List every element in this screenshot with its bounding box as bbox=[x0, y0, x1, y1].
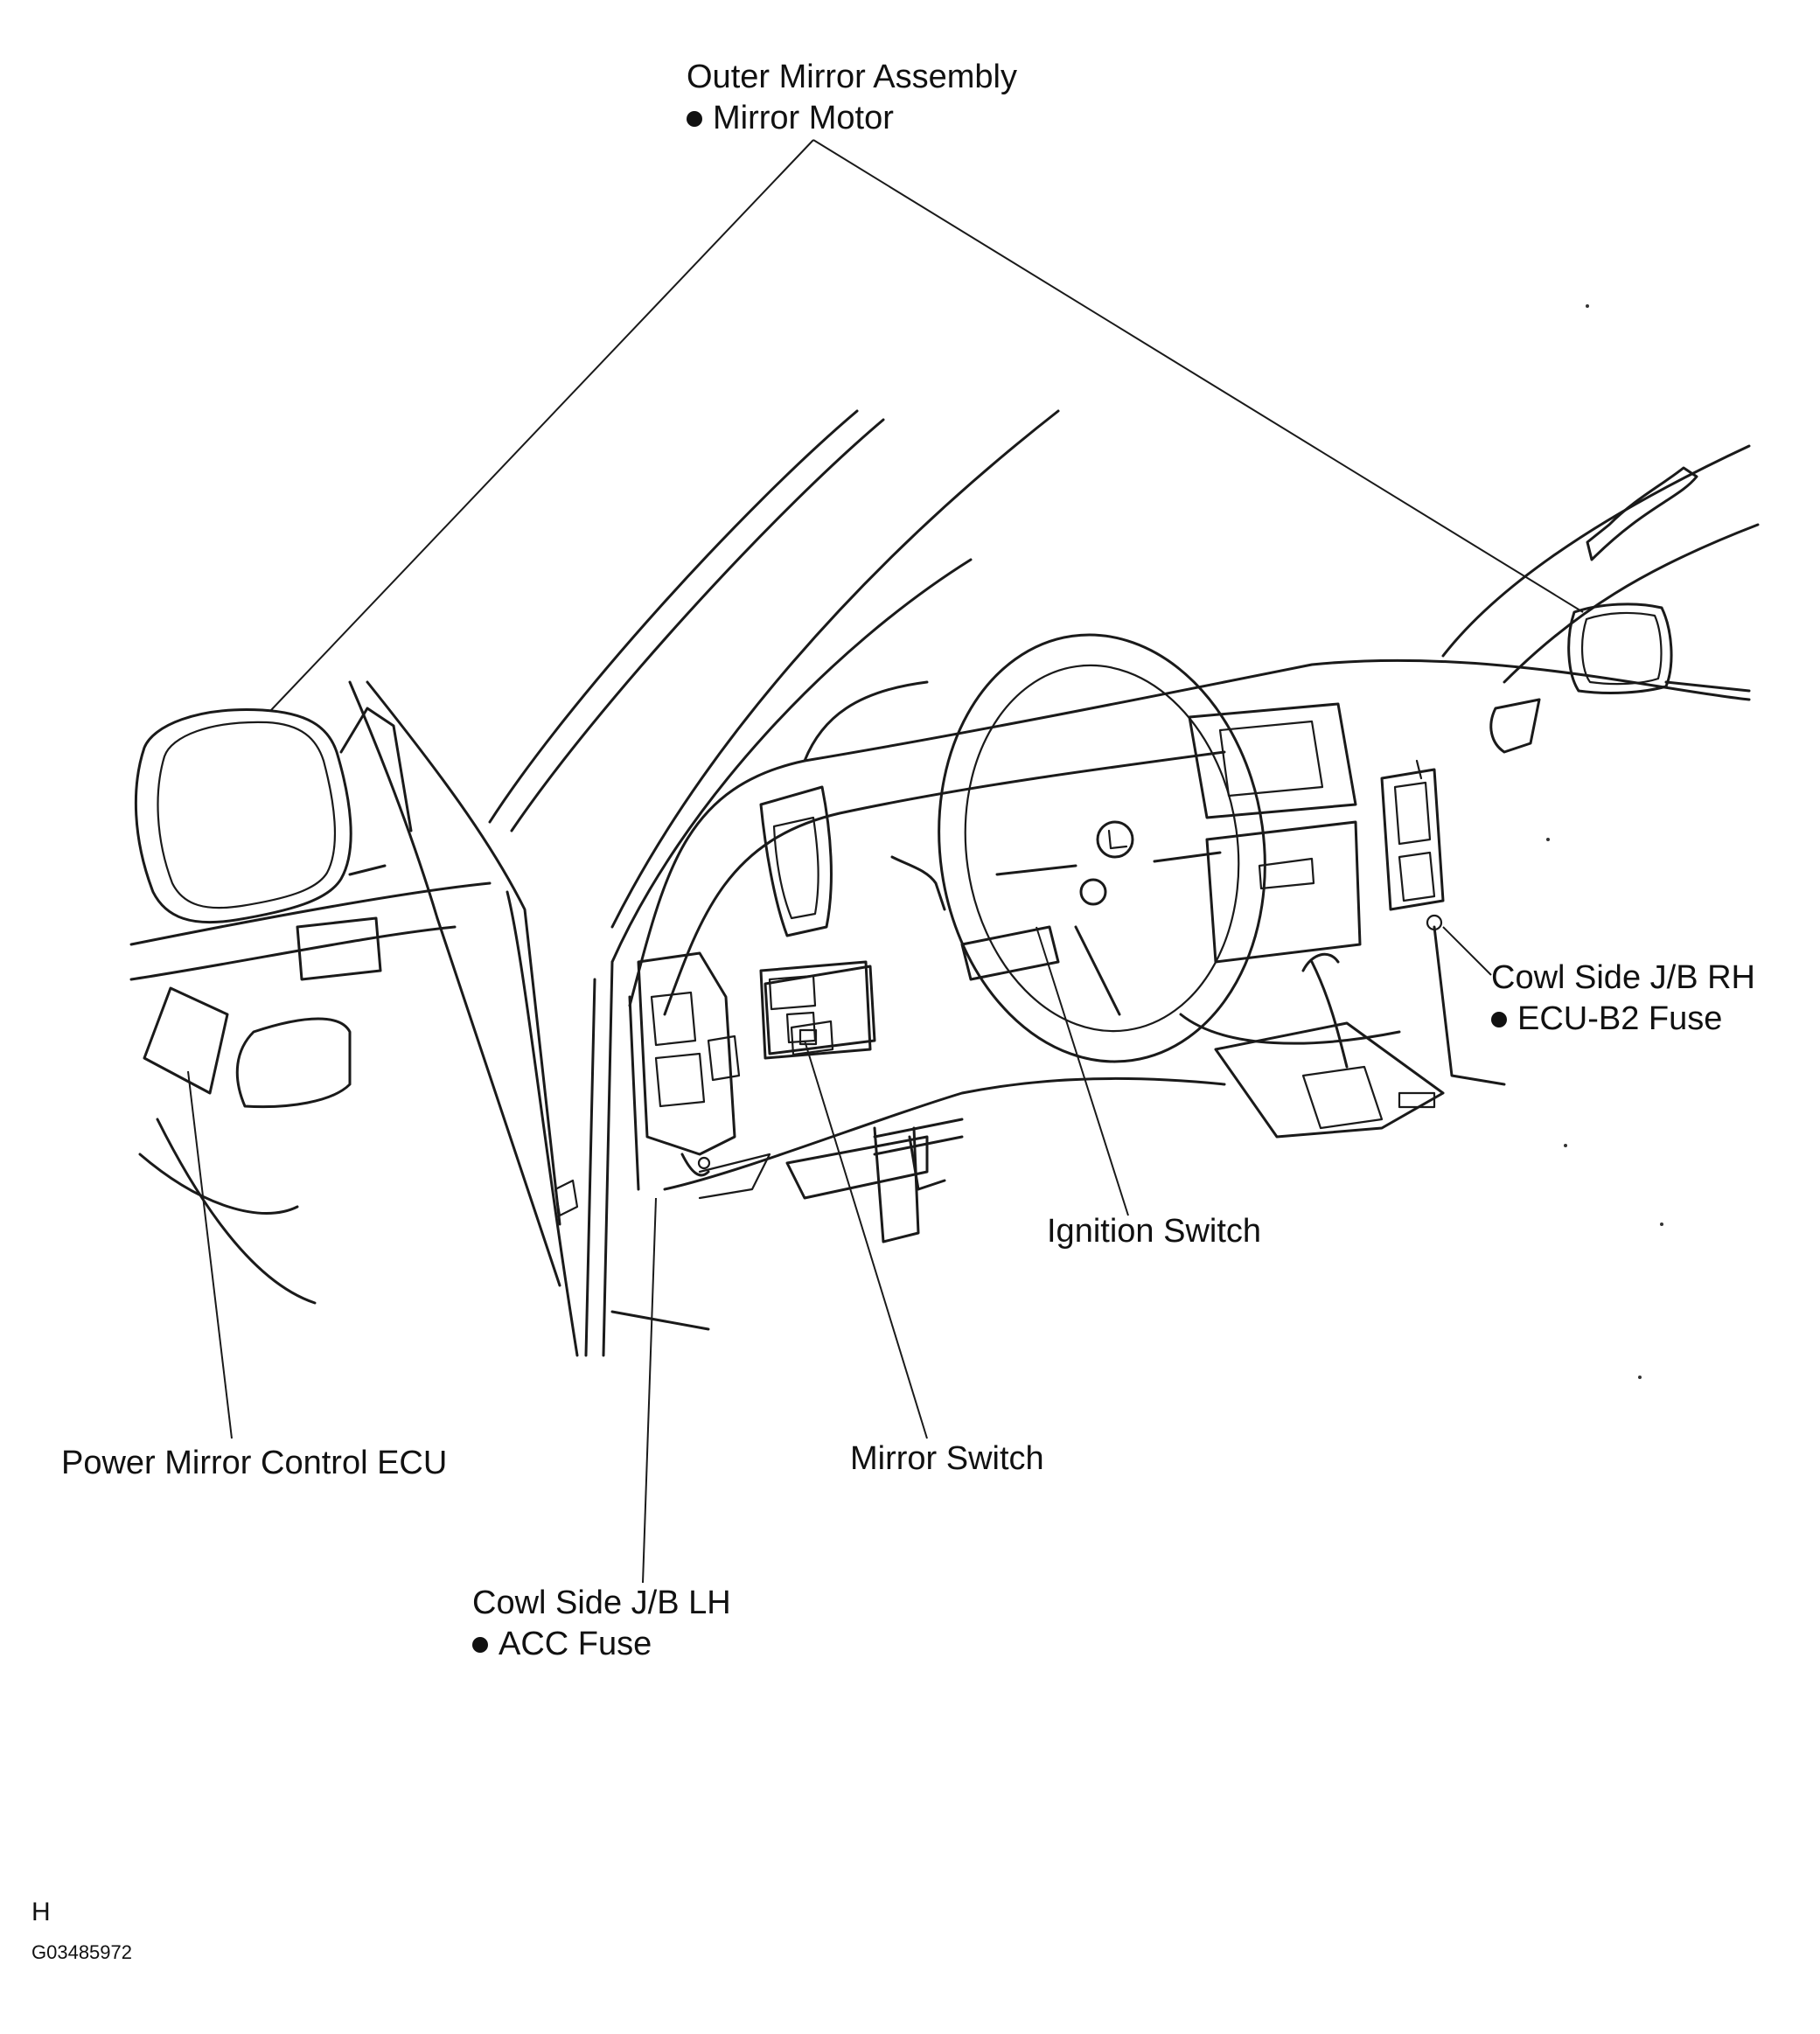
acc-fuse-item: ACC Fuse bbox=[472, 1624, 731, 1665]
left-door-and-pillar bbox=[129, 680, 710, 1357]
ecu-b2-fuse-item: ECU-B2 Fuse bbox=[1491, 999, 1755, 1040]
bullet-icon bbox=[687, 111, 702, 127]
steering-wheel bbox=[890, 633, 1266, 1063]
speckle-dots bbox=[1546, 304, 1663, 1379]
outer-mirror-title: Outer Mirror Assembly bbox=[687, 59, 1017, 95]
power-mirror-control-ecu-label: Power Mirror Control ECU bbox=[61, 1445, 448, 1481]
right-outer-mirror bbox=[1567, 603, 1751, 694]
left-outer-mirror bbox=[134, 707, 413, 924]
bullet-icon bbox=[1491, 1012, 1507, 1027]
cowl-lh-title: Cowl Side J/B LH bbox=[472, 1585, 731, 1621]
mirror-switch-panel bbox=[764, 965, 920, 1243]
cowl-side-jb-lh bbox=[637, 951, 771, 1200]
mirror-motor-text: Mirror Motor bbox=[713, 100, 894, 136]
cowl-side-jb-rh bbox=[1380, 759, 1506, 1086]
bullet-icon bbox=[472, 1637, 488, 1653]
leader-lines bbox=[187, 139, 1584, 1584]
cowl-rh-title: Cowl Side J/B RH bbox=[1491, 959, 1755, 996]
cowl-side-jb-lh-label: Cowl Side J/B LH ACC Fuse bbox=[472, 1583, 731, 1665]
dashboard bbox=[628, 658, 1751, 1200]
mirror-motor-item: Mirror Motor bbox=[687, 98, 1017, 139]
mirror-switch-label: Mirror Switch bbox=[850, 1440, 1044, 1477]
ecu-b2-fuse-text: ECU-B2 Fuse bbox=[1517, 1000, 1723, 1037]
figure-id: G03485972 bbox=[31, 1941, 132, 1963]
outer-mirror-assembly-label: Outer Mirror Assembly Mirror Motor bbox=[687, 57, 1017, 139]
ignition-switch-label: Ignition Switch bbox=[1047, 1213, 1262, 1250]
view-code: H bbox=[31, 1898, 51, 1926]
cowl-side-jb-rh-label: Cowl Side J/B RH ECU-B2 Fuse bbox=[1491, 958, 1755, 1040]
center-console bbox=[1179, 702, 1445, 1139]
acc-fuse-text: ACC Fuse bbox=[499, 1626, 652, 1662]
windshield-frame bbox=[488, 409, 1760, 1357]
